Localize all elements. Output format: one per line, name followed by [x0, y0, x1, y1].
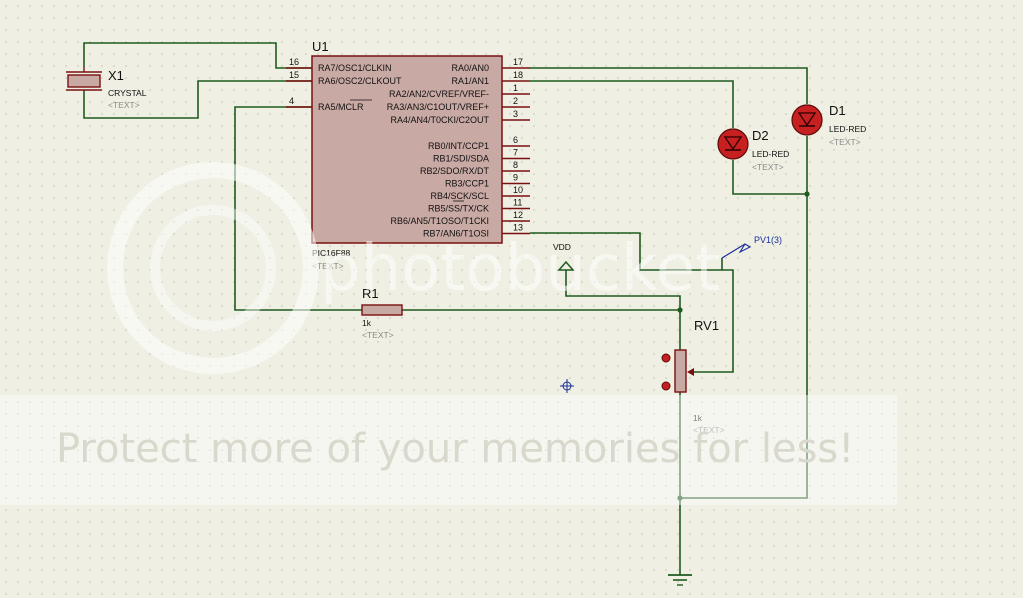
d2-anode-triangle — [723, 136, 743, 151]
x1-ref: X1 — [108, 68, 124, 83]
u1-pin-number: 9 — [513, 173, 518, 183]
d1-value: LED-RED — [829, 124, 866, 134]
u1-pin-name: RA3/AN3/C1OUT/VREF+ — [387, 102, 489, 112]
rv1-tpl: <TEXT> — [693, 425, 725, 435]
led-d2[interactable]: D2 LED-RED <TEXT> — [717, 128, 789, 172]
u1-pin-number: 15 — [289, 70, 299, 80]
x1-value: CRYSTAL — [108, 88, 147, 98]
wire-d1-gnd — [680, 136, 808, 499]
ic-u1[interactable]: U1 16RA7/OSC1/CLKIN15RA6/OSC2/CLKOUT4RA5… — [286, 39, 530, 271]
u1-pin-name: RB6/AN5/T1OSO/T1CKI — [390, 216, 489, 226]
r1-value: 1k — [362, 318, 372, 328]
crosshair-cursor-icon — [560, 379, 574, 393]
resistor-r1[interactable]: R1 1k <TEXT> — [361, 286, 403, 340]
d2-ref: D2 — [752, 128, 769, 143]
wire-x1-pin15 — [83, 80, 312, 119]
u1-pin-name: RA4/AN4/T0CKI/C2OUT — [390, 115, 489, 125]
junctions — [677, 191, 810, 501]
probe-stem — [721, 243, 746, 259]
u1-pin-number: 3 — [513, 109, 518, 119]
u1-pin-name: RB7/AN6/T1OSI — [423, 229, 489, 239]
r1-body — [361, 304, 403, 316]
ground-terminal[interactable] — [668, 574, 692, 586]
u1-pin-number: 4 — [289, 96, 294, 106]
wire-d2-join — [732, 160, 807, 195]
u1-pin-number: 16 — [289, 57, 299, 67]
d2-body — [717, 128, 749, 160]
u1-pin-number: 7 — [513, 148, 518, 158]
d1-tpl: <TEXT> — [829, 137, 861, 147]
u1-pin-name: RA2/AN2/CVREF/VREF- — [389, 89, 489, 99]
u1-pin-number: 13 — [513, 223, 523, 233]
r1-ref: R1 — [362, 286, 379, 301]
x1-tpl: <TEXT> — [108, 100, 140, 110]
rv1-value: 1k — [693, 413, 703, 423]
vdd-terminal[interactable]: VDD — [553, 242, 575, 271]
u1-part: PIC16F88 — [312, 248, 351, 258]
rv1-adjust-down-icon[interactable] — [661, 381, 671, 391]
junction-dot — [804, 191, 810, 197]
wire-vdd — [565, 270, 681, 310]
d2-value: LED-RED — [752, 149, 789, 159]
u1-ref: U1 — [312, 39, 329, 54]
junction-dot — [677, 495, 683, 501]
rv1-wiper-arrow — [687, 368, 694, 376]
u1-pin-number: 8 — [513, 160, 518, 170]
rv1-ref: RV1 — [694, 318, 719, 333]
u1-pin-name: RB4/SCK/SCL — [430, 191, 489, 201]
u1-pin-number: 1 — [513, 83, 518, 93]
x1-body — [67, 74, 101, 88]
wire-wiper — [694, 269, 734, 373]
d1-body — [791, 104, 823, 136]
wire-rb7-probe — [530, 232, 723, 271]
u1-pin-name: RA6/OSC2/CLKOUT — [318, 76, 402, 86]
junction-dot — [677, 307, 683, 313]
crystal-x1[interactable]: X1 CRYSTAL <TEXT> — [66, 67, 147, 110]
u1-pin-number: 10 — [513, 185, 523, 195]
u1-pin-name: RB0/INT/CCP1 — [428, 141, 489, 151]
voltage-probe[interactable]: PV1(3) — [721, 235, 782, 259]
u1-pin-name: RA5/MCLR — [318, 102, 364, 112]
d2-tpl: <TEXT> — [752, 162, 784, 172]
u1-pin-name: RB2/SDO/RX/DT — [420, 166, 490, 176]
u1-pin-number: 17 — [513, 57, 523, 67]
u1-pin-number: 18 — [513, 70, 523, 80]
u1-pin-number: 12 — [513, 210, 523, 220]
d1-anode-triangle — [797, 112, 817, 127]
u1-pin-name: RA1/AN1 — [451, 76, 489, 86]
r1-tpl: <TEXT> — [362, 330, 394, 340]
probe-arrow-icon — [738, 243, 752, 254]
vdd-label: VDD — [553, 242, 571, 252]
rv1-body — [674, 349, 687, 393]
u1-pin-name: RB3/CCP1 — [445, 179, 489, 189]
wire-ra0-d1 — [530, 67, 808, 104]
wire-ra1-d2 — [530, 80, 734, 128]
rv1-adjust-up-icon[interactable] — [661, 353, 671, 363]
u1-body[interactable] — [311, 55, 503, 244]
potentiometer-rv1[interactable]: RV1 1k <TEXT> — [661, 318, 725, 435]
u1-pin-number: 2 — [513, 96, 518, 106]
u1-pin-name: RB5/SS/TX/CK — [428, 204, 489, 214]
u1-pin-name: RB1/SDI/SDA — [433, 154, 489, 164]
u1-pin-name: RA0/AN0 — [451, 63, 489, 73]
u1-pin-name: RA7/OSC1/CLKIN — [318, 63, 392, 73]
led-d1[interactable]: D1 LED-RED <TEXT> — [791, 103, 866, 147]
d1-ref: D1 — [829, 103, 846, 118]
u1-pin-number: 6 — [513, 135, 518, 145]
u1-pin-number: 11 — [513, 198, 522, 208]
vdd-arrow-icon — [557, 260, 575, 271]
u1-tpl: <TEXT> — [312, 261, 344, 271]
probe-label: PV1(3) — [754, 235, 782, 245]
